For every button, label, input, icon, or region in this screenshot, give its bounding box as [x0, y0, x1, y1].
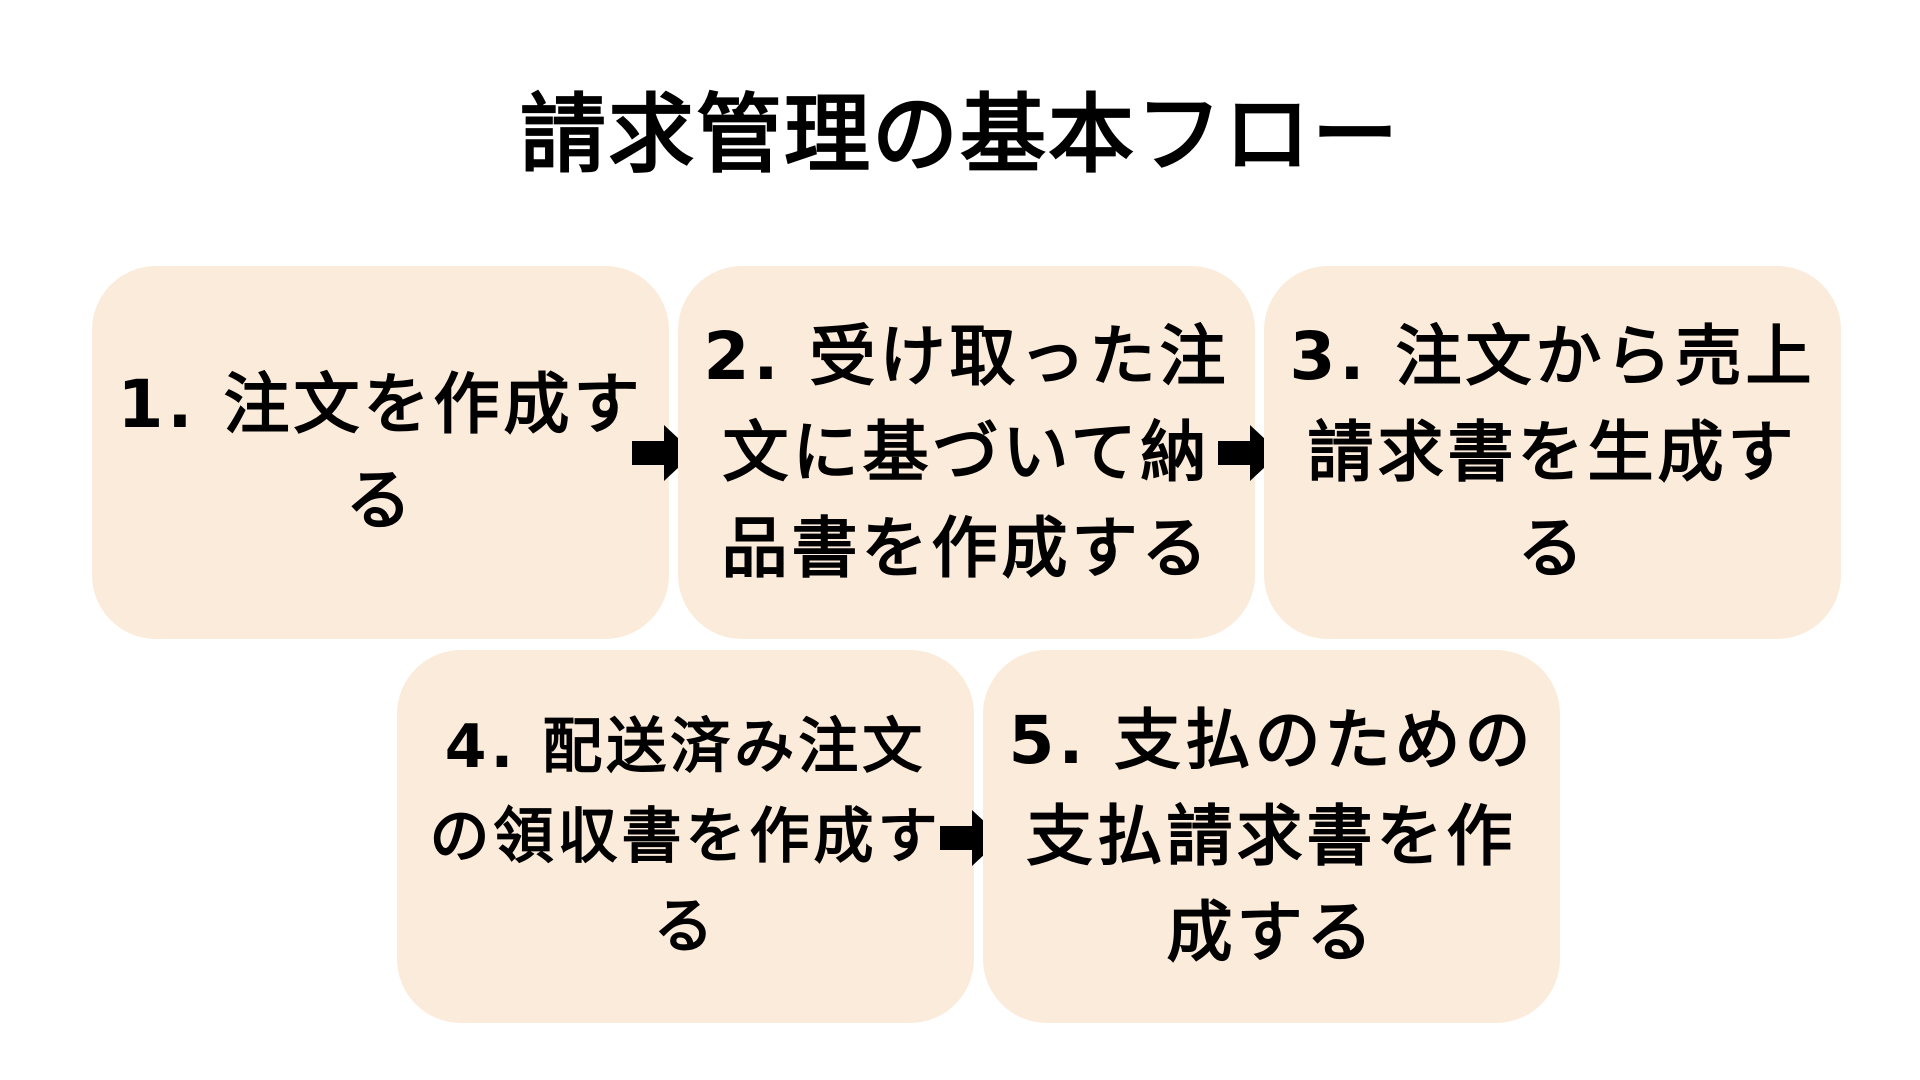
flow-step-1: 1. 注文を作成する [92, 266, 669, 639]
flow-step-3-label: 3. 注文から売上請求書を生成する [1289, 317, 1816, 587]
flow-step-3: 3. 注文から売上請求書を生成する [1264, 266, 1841, 639]
flow-step-4-label: 4. 配送済み注文の領収書を作成する [429, 711, 942, 962]
flow-step-2-label: 2. 受け取った注文に基づいて納品書を作成する [703, 317, 1230, 587]
page-title: 請求管理の基本フロー [520, 85, 1400, 185]
flow-step-2: 2. 受け取った注文に基づいて納品書を作成する [678, 266, 1255, 639]
flow-step-5-label: 5. 支払のための支払請求書を作成する [1008, 701, 1535, 971]
flow-step-4: 4. 配送済み注文の領収書を作成する [397, 650, 974, 1023]
flow-step-5: 5. 支払のための支払請求書を作成する [983, 650, 1560, 1023]
flow-step-1-label: 1. 注文を作成する [117, 365, 644, 539]
